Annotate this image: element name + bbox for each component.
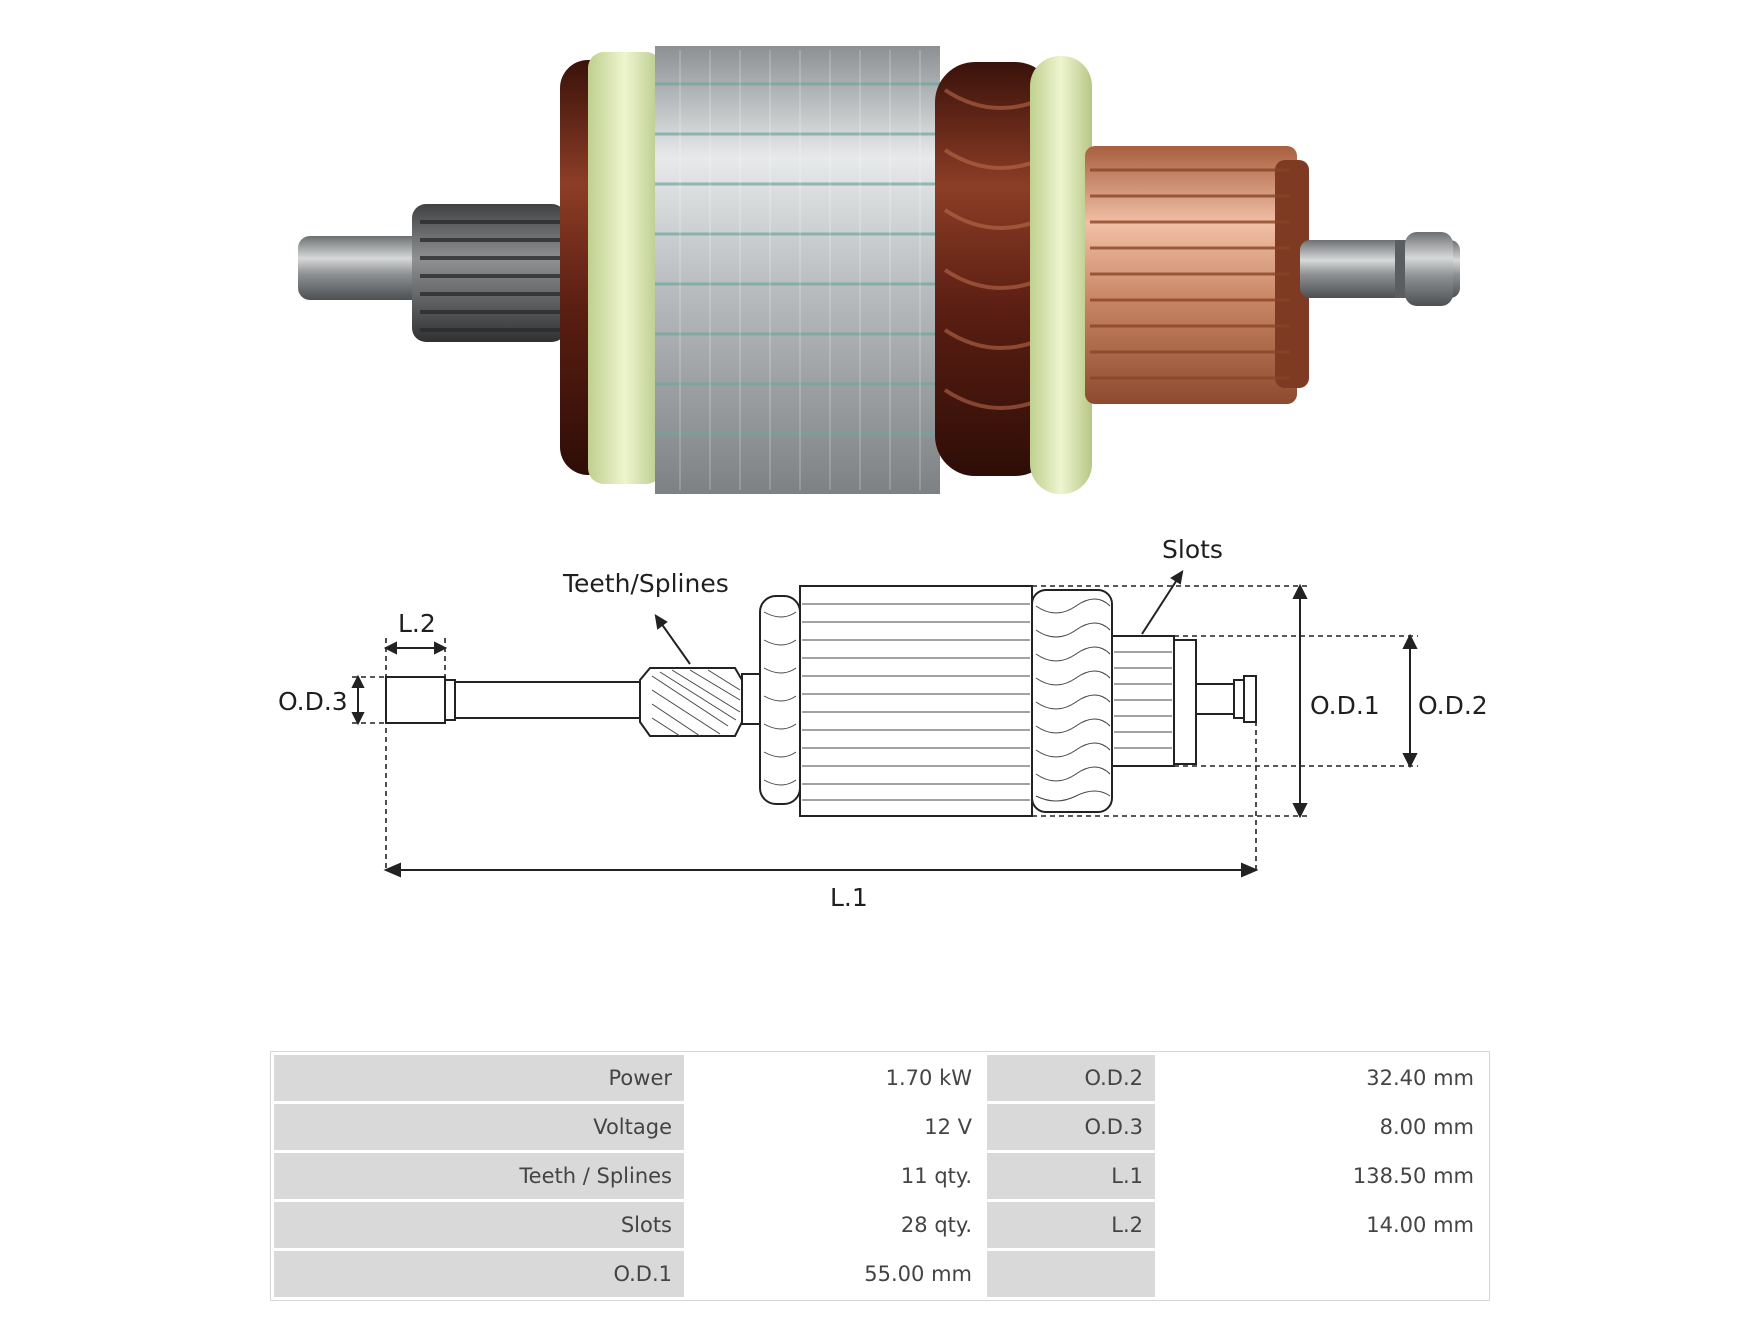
left-insulator-ring (588, 52, 662, 484)
armature-photo (298, 46, 1460, 494)
spec-label: O.D.3 (987, 1104, 1155, 1150)
spec-label: Power (274, 1055, 684, 1101)
spec-value: 12 V (687, 1104, 984, 1150)
spec-value (1158, 1251, 1486, 1297)
spec-label: O.D.2 (987, 1055, 1155, 1101)
spec-label: O.D.1 (274, 1251, 684, 1297)
spec-value: 55.00 mm (687, 1251, 984, 1297)
table-row: Voltage 12 V O.D.3 8.00 mm (274, 1104, 1486, 1150)
right-insulator-ring (1030, 56, 1092, 494)
core-drawing (799, 585, 1033, 817)
spec-label: L.2 (987, 1202, 1155, 1248)
table-row: Power 1.70 kW O.D.2 32.40 mm (274, 1055, 1486, 1101)
shaft-tip (385, 676, 446, 724)
table-row: Slots 28 qty. L.2 14.00 mm (274, 1202, 1486, 1248)
specifications-table: Power 1.70 kW O.D.2 32.40 mm Voltage 12 … (270, 1051, 1490, 1301)
spec-label: Slots (274, 1202, 684, 1248)
spec-value: 11 qty. (687, 1153, 984, 1199)
extension-lines (352, 585, 1418, 870)
spec-value: 32.40 mm (1158, 1055, 1486, 1101)
spec-label (987, 1251, 1155, 1297)
spec-label: Voltage (274, 1104, 684, 1150)
l1-label: L.1 (830, 883, 868, 912)
table-row: Teeth / Splines 11 qty. L.1 138.50 mm (274, 1153, 1486, 1199)
slots-leader (1141, 571, 1183, 635)
od1-label: O.D.1 (1310, 691, 1380, 720)
spec-value: 1.70 kW (687, 1055, 984, 1101)
laminated-core (655, 46, 940, 494)
spec-value: 14.00 mm (1158, 1202, 1486, 1248)
teeth-splines-label: Teeth/Splines (562, 569, 729, 598)
spec-value: 8.00 mm (1158, 1104, 1486, 1150)
left-winding-drawing (759, 595, 801, 805)
shaft-drawing (454, 681, 641, 719)
spec-value: 138.50 mm (1158, 1153, 1486, 1199)
armature-dimension-drawing: Teeth/Splines Slots L.2 O.D.3 O.D.1 O.D.… (278, 535, 1488, 912)
commutator-drawing (1111, 635, 1175, 767)
spec-label: Teeth / Splines (274, 1153, 684, 1199)
left-shaft (298, 236, 428, 300)
spec-value: 28 qty. (687, 1202, 984, 1248)
od3-label: O.D.3 (278, 687, 348, 716)
od2-label: O.D.2 (1418, 691, 1488, 720)
table-row: O.D.1 55.00 mm (274, 1251, 1486, 1297)
l2-label: L.2 (398, 609, 436, 638)
slots-label: Slots (1162, 535, 1223, 564)
spec-label: L.1 (987, 1153, 1155, 1199)
